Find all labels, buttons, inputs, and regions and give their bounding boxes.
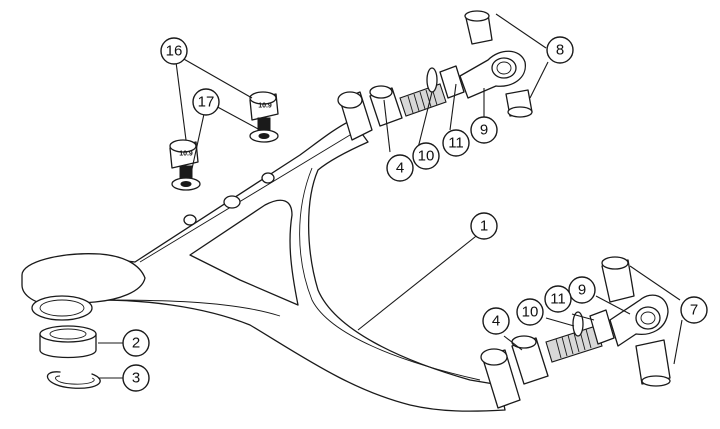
leader-8-bottom [529,61,549,99]
callout-17: 17 [192,88,220,116]
callout-label: 16 [166,43,183,60]
callout-9-front: 9 [470,116,498,144]
rear-spacer-bottom [635,339,671,385]
circlip [46,371,101,389]
arm-inner-edge [299,167,481,381]
callout-4-front: 4 [386,154,414,182]
callout-label: 10 [418,148,435,165]
leader-11a [449,83,457,131]
callout-9-rear: 9 [568,276,596,304]
callout-label: 10 [522,304,539,321]
callout-11-front: 11 [442,129,470,157]
control-arm [21,91,521,412]
rear-nut [589,309,615,345]
front-washer [426,67,438,93]
leader-16-left [175,61,187,141]
front-threaded-rod [399,83,447,117]
callout-label: 1 [480,218,488,235]
bolt-head-top [249,91,277,105]
bolt-shank [257,117,271,131]
callout-label: 9 [578,282,586,299]
front-rod-end-ball [496,61,512,75]
front-rod-end-assembly [369,10,533,127]
rear-jam-nut-face [511,335,537,349]
leader-17-left [189,113,205,179]
callout-label: 11 [448,135,464,152]
bolt-grade-marking: 10.9 [258,103,272,110]
leader-11b [571,313,595,321]
bolt-head-top [169,139,197,153]
circlip-inner [55,375,95,385]
arm-lower-edge [99,299,281,317]
callout-label: 3 [132,370,140,387]
leader-7-bottom [673,319,683,365]
rear-pivot-face [480,348,508,366]
bolt-right: 10.9 [249,91,279,143]
leader-17-right [211,103,261,131]
leader-16-right [181,57,253,99]
bolt-grade-marking: 10.9 [179,151,193,158]
callout-label: 11 [550,291,566,308]
arm-cutout [189,199,299,306]
callout-label: 17 [198,94,215,111]
front-pivot-face [337,91,363,109]
front-rod-end [459,50,526,99]
front-spacer-bottom-face [507,106,533,118]
lock-washer-hole [258,133,270,139]
leader-7-top [629,265,681,301]
ball-joint-bore-inner [39,299,85,317]
callout-label: 4 [396,160,404,177]
arm-upper-edge [139,134,351,263]
insert-top [39,325,97,343]
insert-bore [49,328,87,340]
front-rod-end-eye [491,57,517,79]
rear-spacer-top-face [601,256,629,270]
callout-10-rear: 10 [516,298,544,326]
leader-lines [98,13,683,379]
front-nut [439,65,465,99]
rear-rod-end-ball [640,311,656,325]
circlip-ring [46,371,101,389]
arm-hole [261,172,275,184]
callout-4-rear: 4 [482,307,510,335]
callout-7: 7 [680,296,708,324]
rear-washer [572,311,584,337]
rear-spacer-bottom-face [641,375,671,387]
callout-3: 3 [122,364,150,392]
arm-hole [183,214,197,226]
leader-4b [503,335,523,351]
front-jam-nut-face [369,85,393,99]
leader-1 [357,232,481,331]
leader-9b [595,295,631,315]
leader-4a [383,99,391,153]
callout-16: 16 [160,37,188,65]
callout-1: 1 [470,212,498,240]
callout-8: 8 [546,36,574,64]
callout-label: 9 [480,122,488,139]
leader-10a [417,91,433,149]
callout-label: 7 [690,302,698,319]
rear-rod-end-eye [635,306,661,330]
callouts: 1 2 3 4 4 7 8 9 9 10 10 11 11 16 17 [122,36,708,392]
callout-label: 8 [556,42,564,59]
bolt-left: 10.9 [169,139,201,191]
leader-10b [545,317,575,327]
rear-rod-end-assembly [511,256,671,387]
ball-joint-insert [39,325,97,359]
callout-11-rear: 11 [544,285,572,313]
arm-hole [223,195,241,209]
callout-label: 2 [132,335,140,352]
leader-8-top [495,13,547,49]
callout-10-front: 10 [412,142,440,170]
front-spacer-top-face [464,10,490,22]
callout-2: 2 [122,329,150,357]
lock-washer-hole [180,181,192,187]
callout-label: 4 [492,313,500,330]
